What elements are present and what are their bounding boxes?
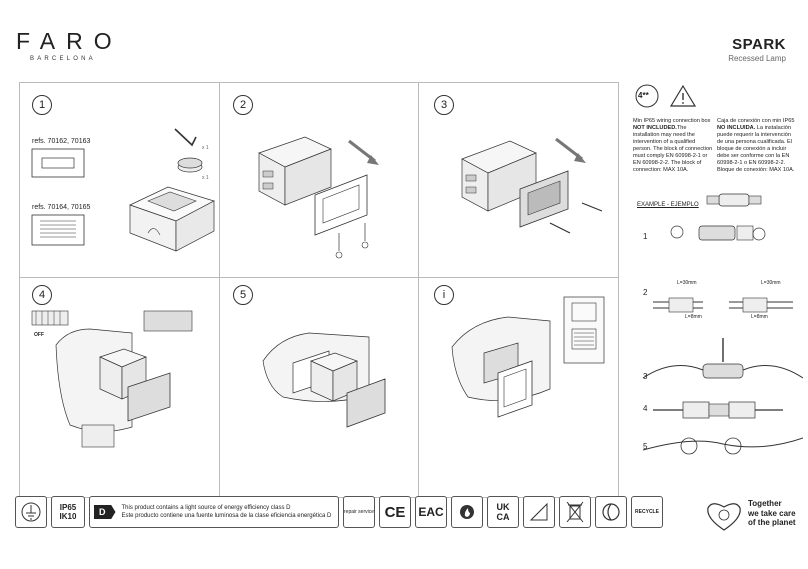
- temperature-mark-icon: [523, 496, 555, 528]
- care-line-2: we take care: [748, 508, 796, 518]
- product-header: SPARK Recessed Lamp: [728, 36, 786, 63]
- repair-service-icon: repair service: [343, 496, 375, 528]
- length-label-8a: L=8mm: [685, 314, 702, 320]
- example-heading: EXAMPLE - EJEMPLO: [637, 202, 699, 208]
- step-2: 2: [643, 288, 648, 297]
- panel-1-number: 1: [32, 95, 52, 115]
- length-label-8b: L=8mm: [751, 314, 768, 320]
- note-en: Min IP65 wiring connection box NOT INCLU…: [633, 118, 713, 174]
- step-1: 1: [643, 232, 648, 241]
- panel-4-drawing: [31, 310, 193, 448]
- off-label: OFF: [34, 332, 44, 338]
- energy-label: D This product contains a light source o…: [89, 496, 339, 528]
- ip-rating: IP65: [59, 503, 77, 512]
- length-label-30b: L=30mm: [761, 280, 781, 286]
- panel-info-number: i: [434, 285, 454, 305]
- note-en-bold: NOT INCLUDED.: [633, 125, 677, 131]
- eac-mark-icon: EAC: [415, 496, 447, 528]
- product-type: Recessed Lamp: [728, 54, 786, 63]
- panel-4-number: 4: [32, 285, 52, 305]
- badge-label: 4**: [638, 91, 649, 100]
- panel-3: 3: [418, 83, 618, 277]
- recycle-icon: RECYCLE: [631, 496, 663, 528]
- brand-sub: BARCELONA: [30, 56, 96, 62]
- care-line-3: of the planet: [748, 518, 796, 527]
- panel-3-number: 3: [434, 95, 454, 115]
- step-5: 5: [643, 442, 648, 451]
- brand-logo: FARO BARCELONA: [16, 28, 123, 63]
- grid-divider-v2: [418, 83, 419, 497]
- length-label-30a: L=30mm: [677, 280, 697, 286]
- ik-rating: IK10: [59, 512, 77, 521]
- wiring-steps-drawing: [642, 193, 803, 455]
- panel-2-number: 2: [233, 95, 253, 115]
- care-line-1: Together: [748, 499, 782, 508]
- panel-2: 2: [219, 83, 418, 277]
- panel-2-drawing: [258, 136, 379, 259]
- note-es: Caja de conexión con min IP65 NO INCLUID…: [717, 118, 797, 174]
- panel-1: 1 refs. 70162, 70163 refs. 70164, 70165 …: [20, 83, 219, 277]
- qty-label-a: x 1: [202, 145, 209, 151]
- step-4: 4: [643, 404, 648, 413]
- qty-label-b: x 1: [202, 175, 209, 181]
- ukca-mark-icon: UK CA: [487, 496, 519, 528]
- panel-3-drawing: [461, 137, 603, 234]
- panel-5: 5: [219, 277, 418, 499]
- planet-heart-icon: [704, 498, 744, 537]
- panel-4: 4 OFF 80 mm 70 mm: [20, 277, 219, 499]
- grid-divider-v1: [219, 83, 220, 497]
- panel-info-drawing: [451, 296, 605, 418]
- ref-label-a: refs. 70162, 70163: [32, 138, 91, 145]
- green-dot-icon: [595, 496, 627, 528]
- panel-5-drawing: [262, 332, 386, 428]
- ref-label-b: refs. 70164, 70165: [32, 204, 91, 211]
- weee-bin-icon: [559, 496, 591, 528]
- warning-row: 4**: [633, 82, 713, 117]
- note-es-2: La instalación puede requerir la interve…: [717, 125, 795, 173]
- note-es-bold: NO INCLUIDA.: [717, 125, 756, 131]
- certification-strip: IP65 IK10 D This product contains a ligh…: [15, 496, 805, 536]
- ip-ik-rating: IP65 IK10: [51, 496, 85, 528]
- note-en-1: Min IP65 wiring connection box: [633, 118, 711, 124]
- ukca-top: UK: [496, 502, 510, 512]
- care-slogan: Together we take care of the planet: [748, 499, 796, 528]
- panel-1-drawing: [31, 128, 215, 252]
- instruction-grid: 1 refs. 70162, 70163 refs. 70164, 70165 …: [19, 82, 619, 498]
- panel-5-number: 5: [233, 285, 253, 305]
- warning-icons: [635, 84, 697, 108]
- brand-name: FARO: [16, 28, 123, 54]
- energy-text-es: Este producto contiene una fuente lumino…: [121, 513, 332, 519]
- ce-mark-icon: CE: [379, 496, 411, 528]
- product-name: SPARK: [732, 36, 786, 53]
- ukca-bottom: CA: [496, 512, 510, 522]
- note-es-1: Caja de conexión con min IP65: [717, 118, 795, 124]
- panel-info: i: [418, 277, 618, 499]
- grid-divider-h: [20, 277, 618, 278]
- energy-text-en: This product contains a light source of …: [121, 505, 291, 511]
- energy-class-badge: D: [94, 505, 116, 519]
- flame-mark-icon: [451, 496, 483, 528]
- note-en-2: The installation may need the interventi…: [633, 125, 713, 173]
- class-1-earth-icon: [15, 496, 47, 528]
